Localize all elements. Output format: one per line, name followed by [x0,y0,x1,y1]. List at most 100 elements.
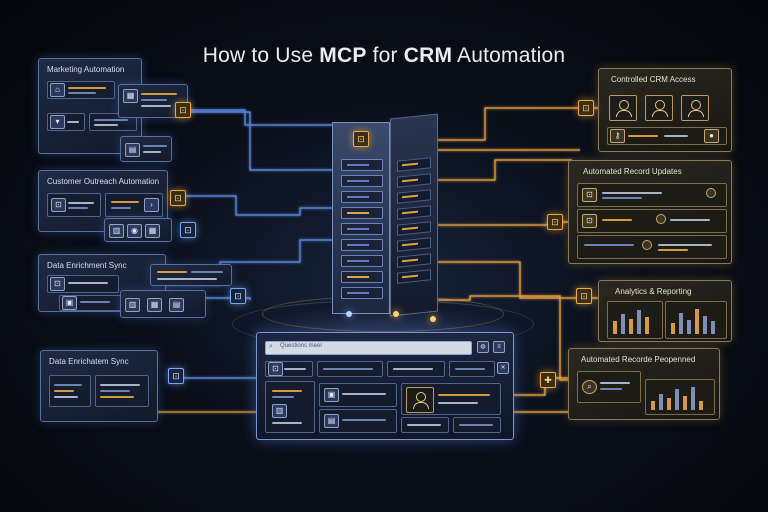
plus-icon: ✚ [540,372,556,388]
title-crm: CRM [403,44,453,67]
console-card: ▥ [265,381,315,433]
document-icon: ▤ [125,143,140,157]
home-icon: ⌂ [50,83,65,97]
panel-row: ▾ [47,113,85,131]
link-marketing-2 [188,109,332,126]
panel-row: ⚷ ● [607,127,727,145]
panel-marketing-doc: ▤ [120,136,172,162]
chart-bar [659,394,663,410]
grid-icon: ▦ [147,298,162,312]
panel-row: ⊡ [577,183,727,207]
settings-icon[interactable]: ◍ [477,341,489,353]
server-front: ⊡ [332,122,390,314]
panel-row [95,375,149,407]
console-row [401,417,449,433]
panel-automated-recorde-peopenned: Automated Recorde Peopenned ⌕ [568,348,720,420]
title-suffix: Automation [452,44,566,67]
panel-row [49,375,91,407]
panel-analytics-reporting: Analytics & Reporting [598,280,732,342]
console-row: ⊡ [265,361,313,377]
close-icon[interactable]: ✕ [497,362,509,374]
panel-title: Controlled CRM Access [611,75,696,84]
panel-title: Automated Record Updates [583,167,682,176]
panel-row: › [105,193,163,217]
user-icon: ◉ [127,224,142,238]
panel-row: ⊡ [47,275,119,293]
chart-bar [695,309,699,334]
console-row [387,361,445,377]
panel-row: ⌂ [47,81,115,99]
chart-bar [699,401,703,410]
lock-icon: ⊡ [576,288,592,304]
link-access [438,107,598,141]
search-bar[interactable]: ⌕ Questions meer [265,341,472,355]
console-row [453,417,501,433]
lock-icon: ⊡ [175,102,191,118]
status-icon [656,214,666,224]
panel-row: ⊡ [577,209,727,233]
panel-row: ▣ [59,295,121,311]
panel-data-enrichatem-sync: Data Enrichatem Sync [40,350,158,422]
console-card: ▤ [319,409,397,433]
menu-icon[interactable]: ≡ [493,341,505,353]
user-avatar [609,95,637,121]
panel-controlled-crm-access: Controlled CRM Access ⚷ ● [598,68,732,152]
chart-bar [691,387,695,410]
user-avatar [645,95,673,121]
search-icon: ⌕ [582,380,597,394]
search-placeholder: Questions meer [280,343,323,349]
panel-title: Analytics & Reporting [615,287,692,296]
lock-icon: ⊡ [230,288,246,304]
lock-icon: ⊡ [180,222,196,238]
chart-bar [671,323,675,334]
title-for: for [366,44,404,67]
lock-icon: ⊡ [547,214,563,230]
chart-bar [637,310,641,334]
chart-bar [667,398,671,410]
chart-bar [679,313,683,334]
title-mcp: MCP [319,44,367,67]
chart-bar [683,396,687,410]
panel-row: ⌕ [577,371,641,403]
chart-bar [687,320,691,334]
console-card [401,383,501,415]
server-light [346,311,352,317]
image-icon: ▣ [324,388,339,402]
chart-bar [613,321,617,334]
panel-title: Automated Recorde Peopenned [581,355,696,364]
console-card: ▣ [319,383,397,407]
link-outreach [178,195,332,216]
panel-row: ⊡ [47,193,101,217]
records-chart [645,379,715,415]
inbox-icon: ▾ [50,115,65,129]
chevron-icon: › [144,198,159,212]
lock-icon: ⊡ [51,198,66,212]
chart-bar [651,401,655,410]
panel-title: Data Enrichatem Sync [49,357,129,366]
status-icon [642,240,652,250]
lock-icon: ⊡ [268,362,283,376]
lock-icon: ⊡ [170,190,186,206]
chart-bar [621,314,625,334]
chart-icon: ▥ [272,404,287,418]
analytics-chart [607,301,663,339]
panel-title: Marketing Automation [47,65,125,74]
document-icon: ▤ [324,414,339,428]
chart-bar [703,316,707,334]
status-icon [706,188,716,198]
link-analytics [438,261,598,299]
server-side [390,113,438,317]
panel-row [577,235,727,259]
document-icon: ▣ [62,296,77,310]
document-icon: ▤ [169,298,184,312]
user-avatar [681,95,709,121]
panel-title: Customer Outreach Automation [47,177,160,186]
link-record-updates [438,159,572,181]
page-title: How to Use MCP for CRM Automation [0,44,768,68]
panel-enrichment-tools: ▥ ▦ ▤ [120,290,206,318]
analytics-chart [665,301,727,339]
building-icon: ▥ [109,224,124,238]
chart-bar [675,389,679,410]
toggle-icon: ● [704,129,719,143]
